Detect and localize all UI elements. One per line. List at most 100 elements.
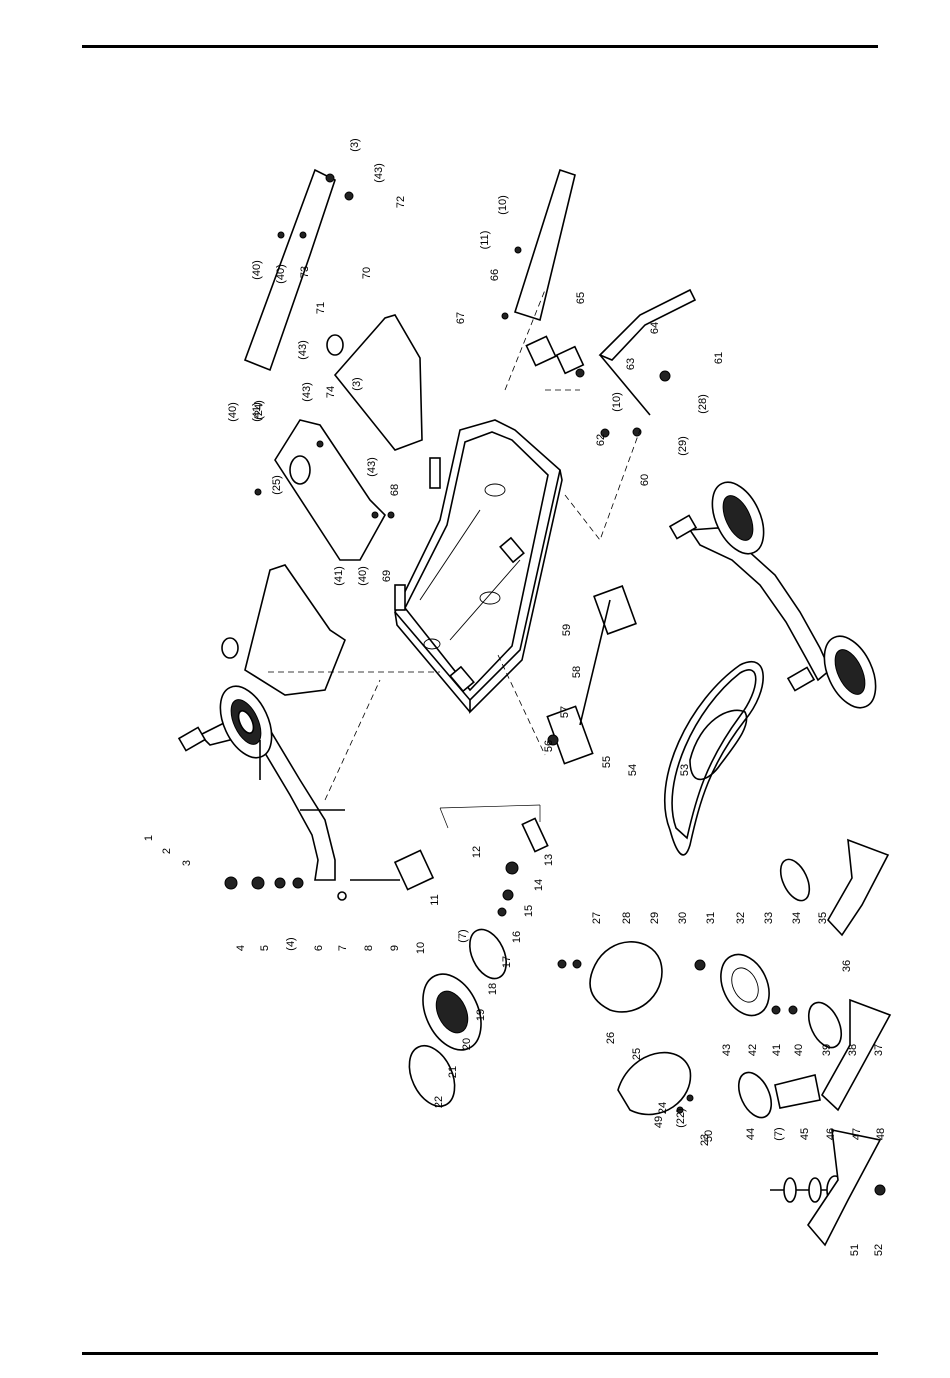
callout-label: 25	[631, 1048, 643, 1060]
callout-label: 7	[337, 945, 349, 951]
callout-label: 27	[591, 912, 603, 924]
right-caster-wheel-arm	[668, 481, 877, 709]
callout-label: 59	[561, 624, 573, 636]
callout-label: 63	[625, 358, 637, 370]
callout-label: 22	[433, 1096, 445, 1108]
gearbox-assembly	[408, 838, 892, 1247]
callout-label: 73	[299, 266, 311, 278]
callout-label: 41	[771, 1044, 783, 1056]
callout-label: 72	[395, 196, 407, 208]
callout-label: 29	[649, 912, 661, 924]
guard-plates	[221, 168, 423, 696]
callout-label: 12	[471, 846, 483, 858]
callout-label: (43)	[373, 163, 385, 183]
callout-label: 70	[361, 267, 373, 279]
callout-label: (3)	[351, 377, 363, 390]
drive-belts	[664, 661, 764, 856]
callout-label: (40)	[357, 566, 369, 586]
callout-label: 23	[699, 1134, 711, 1146]
callout-label: 21	[447, 1066, 459, 1078]
callout-label: 16	[511, 931, 523, 943]
callout-label: 51	[849, 1244, 861, 1256]
callout-label: (22)	[675, 1108, 687, 1128]
callout-labels: 1 2 3 4 5 (4) 6 7 8 9 10 11 12 13 14 15 …	[143, 138, 887, 1256]
left-caster-wheel-arm	[177, 685, 336, 881]
mower-deck	[394, 419, 563, 714]
callout-label: 39	[821, 1044, 833, 1056]
callout-label: (40)	[251, 260, 263, 280]
callout-label: (43)	[301, 382, 313, 402]
callout-label: 17	[501, 956, 513, 968]
callout-label: 67	[455, 312, 467, 324]
callout-label: (4)	[285, 937, 297, 950]
callout-label: 28	[621, 912, 633, 924]
callout-label: (43)	[366, 457, 378, 477]
callout-label: 5	[259, 945, 271, 951]
callout-label: 34	[791, 912, 803, 924]
callout-label: 56	[543, 740, 555, 752]
callout-label: 9	[389, 945, 401, 951]
callout-label: (43)	[297, 340, 309, 360]
callout-label: 42	[747, 1044, 759, 1056]
small-hardware	[224, 173, 886, 1196]
callout-label: (41)	[333, 566, 345, 586]
callout-label: 33	[763, 912, 775, 924]
callout-label: 10	[415, 942, 427, 954]
callout-label: (29)	[677, 436, 689, 456]
callout-label: 20	[461, 1038, 473, 1050]
callout-label: 18	[487, 983, 499, 995]
callout-label: 15	[523, 905, 535, 917]
callout-label: 2	[161, 848, 173, 854]
callout-label: 66	[489, 269, 501, 281]
callout-label: 36	[841, 960, 853, 972]
callout-label: 68	[389, 484, 401, 496]
callout-label: 35	[817, 912, 829, 924]
callout-label: 31	[705, 912, 717, 924]
callout-label: 40	[793, 1044, 805, 1056]
callout-label: 45	[799, 1128, 811, 1140]
callout-label: 49	[653, 1116, 665, 1128]
callout-label: (40)	[227, 402, 239, 422]
callout-label: 30	[677, 912, 689, 924]
callout-label: (40)	[275, 264, 287, 284]
callout-label: (41)	[251, 402, 263, 422]
explode-lines	[268, 289, 641, 829]
callout-label: 6	[313, 945, 325, 951]
callout-label: 61	[713, 352, 725, 364]
callout-label: (11)	[479, 231, 491, 250]
callout-label: 74	[325, 386, 337, 398]
callout-label: 46	[825, 1128, 837, 1140]
callout-label: 11	[429, 894, 441, 905]
callout-label: 44	[745, 1128, 757, 1140]
callout-label: 14	[533, 879, 545, 891]
callout-label: 4	[235, 945, 247, 951]
callout-label: (3)	[349, 138, 361, 151]
callout-label: 50	[703, 1130, 715, 1142]
callout-label: (28)	[697, 394, 709, 414]
callout-label: 1	[143, 835, 155, 841]
callout-label: (7)	[773, 1127, 785, 1140]
callout-label: (24)	[253, 400, 265, 420]
callout-label: 43	[721, 1044, 733, 1056]
callout-label: 69	[381, 570, 393, 582]
callout-label: 48	[875, 1128, 887, 1140]
callout-label: 32	[735, 912, 747, 924]
callout-label: 3	[181, 860, 193, 866]
callout-label: (25)	[271, 475, 283, 495]
callout-label: 24	[657, 1102, 669, 1114]
callout-label: 53	[679, 764, 691, 776]
callout-label: 65	[575, 292, 587, 304]
callout-label: 64	[649, 322, 661, 334]
callout-label: (10)	[497, 195, 509, 215]
callout-label: 54	[627, 764, 639, 776]
top-rule	[82, 45, 878, 48]
hitch-brackets	[513, 168, 697, 765]
callout-label: 47	[851, 1128, 863, 1140]
callout-label: (7)	[457, 929, 469, 942]
callout-label: 8	[363, 945, 375, 951]
callout-label: 57	[559, 706, 571, 718]
callout-label: 13	[543, 854, 555, 866]
bottom-rule	[82, 1352, 878, 1355]
